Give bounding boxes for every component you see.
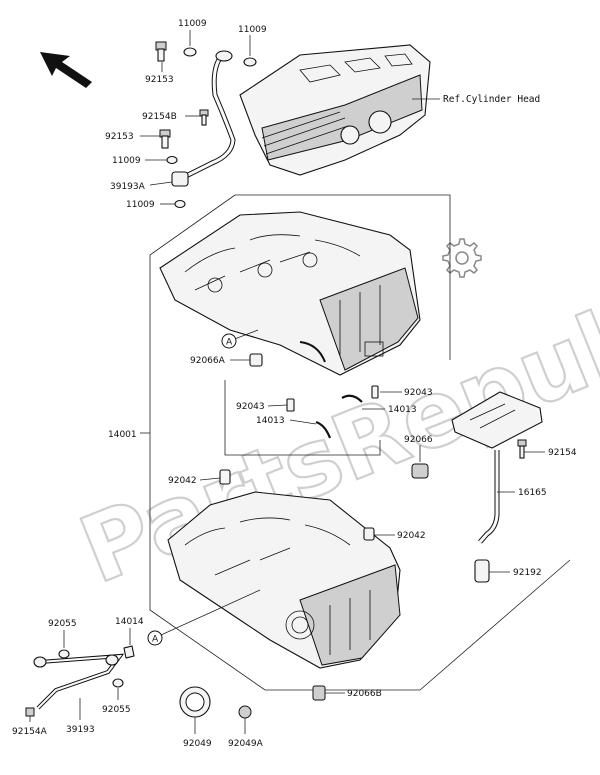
- label-11009d: 11009: [126, 200, 155, 210]
- dowel-92042a: [219, 469, 231, 485]
- direction-arrow-icon: [40, 52, 92, 88]
- washer-92055a: [58, 649, 70, 659]
- bearing-14013b: [341, 394, 363, 403]
- upper-crankcase: [159, 211, 421, 376]
- washer-11009d: [174, 199, 186, 209]
- dowel-92066: [411, 463, 429, 479]
- dowel-92043a: [286, 398, 295, 412]
- label-92066b: 92066B: [347, 689, 382, 699]
- label-92042b: 92042: [397, 531, 426, 541]
- label-16165: 16165: [518, 488, 547, 498]
- assembly-bracket: [140, 194, 571, 691]
- label-14001: 14001: [108, 430, 137, 440]
- callout-a-lower[interactable]: A: [147, 630, 163, 646]
- gear-icon[interactable]: [442, 238, 482, 278]
- part-labels: 11009 11009 92153 Ref.Cylinder Head 9215…: [12, 19, 577, 749]
- dowel-92066a: [249, 353, 263, 367]
- cylinder-head: [239, 44, 431, 176]
- label-92043b: 92043: [404, 388, 433, 398]
- label-11009c: 11009: [112, 156, 141, 166]
- label-92066a: 92066A: [190, 356, 226, 366]
- oil-seal-92049a: [238, 705, 252, 719]
- label-92055b: 92055: [102, 705, 131, 715]
- washer-92055b: [112, 678, 124, 688]
- label-14014: 14014: [115, 617, 144, 627]
- label-92049: 92049: [183, 739, 212, 749]
- label-11009a: 11009: [178, 19, 207, 29]
- label-92042a: 92042: [168, 476, 197, 486]
- breather-cover: [451, 391, 543, 449]
- label-92043a: 92043: [236, 402, 265, 412]
- label-39193a: 39193A: [110, 182, 146, 192]
- label-92153b: 92153: [105, 132, 134, 142]
- svg-text:A: A: [152, 635, 159, 645]
- washer-11009b: [243, 57, 257, 67]
- dowel-92043b: [371, 385, 379, 399]
- oil-seal-92049: [179, 686, 211, 718]
- label-ref-cylinder-head: Ref.Cylinder Head: [443, 94, 540, 105]
- label-92055a: 92055: [48, 619, 77, 629]
- svg-text:A: A: [226, 338, 233, 348]
- label-39193: 39193: [66, 725, 95, 735]
- pipe-16165: [478, 450, 500, 544]
- collar-14014: [123, 645, 135, 659]
- bolt-92154b: [199, 109, 209, 126]
- label-92066: 92066: [404, 435, 433, 445]
- washer-11009a: [183, 47, 197, 57]
- label-92154b: 92154B: [142, 112, 177, 122]
- label-92153a: 92153: [145, 75, 174, 85]
- plug-92066b: [312, 685, 326, 701]
- bracket-39193: [33, 653, 125, 710]
- washer-11009c: [166, 155, 178, 165]
- bearing-14013a: [315, 420, 332, 439]
- label-92192: 92192: [513, 568, 542, 578]
- lower-crankcase: [167, 491, 401, 669]
- label-14013a: 14013: [256, 416, 285, 426]
- label-92154a: 92154A: [12, 727, 48, 737]
- dowel-92042b: [363, 527, 375, 541]
- bolt-92154a: [25, 707, 35, 717]
- callout-a-upper[interactable]: A: [221, 333, 237, 349]
- label-92049a: 92049A: [228, 739, 264, 749]
- label-11009b: 11009: [238, 25, 267, 35]
- label-14013b: 14013: [388, 405, 417, 415]
- bearing-upper: [299, 341, 326, 363]
- bolt-92153a: [155, 41, 167, 62]
- leader-lines: [29, 30, 545, 734]
- bolt-92154: [517, 439, 527, 459]
- bolt-92153b: [159, 129, 171, 149]
- oil-pipe: [171, 50, 236, 187]
- label-92154: 92154: [548, 448, 577, 458]
- hose-92192: [474, 559, 490, 583]
